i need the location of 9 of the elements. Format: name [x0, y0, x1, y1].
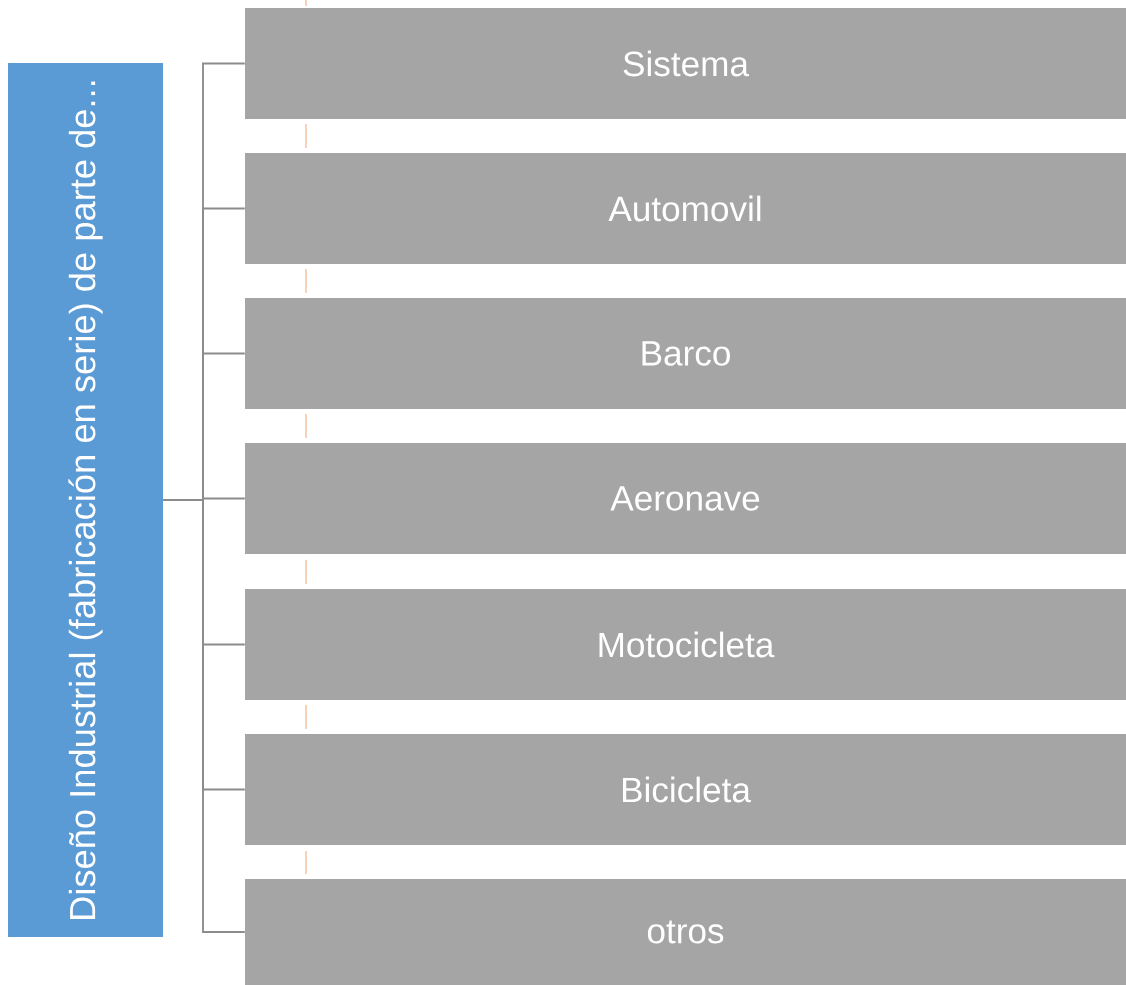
category-box: Bicicleta: [245, 734, 1126, 845]
category-box: otros: [245, 879, 1126, 985]
category-box: Aeronave: [245, 443, 1126, 554]
category-box: Motocicleta: [245, 589, 1126, 700]
category-box: Automovil: [245, 153, 1126, 264]
category-box: Sistema: [245, 8, 1126, 119]
category-box: Barco: [245, 298, 1126, 409]
title-box: Diseño Industrial (fabricación en serie) de parte de...: [8, 63, 163, 937]
connector: [162, 499, 246, 933]
